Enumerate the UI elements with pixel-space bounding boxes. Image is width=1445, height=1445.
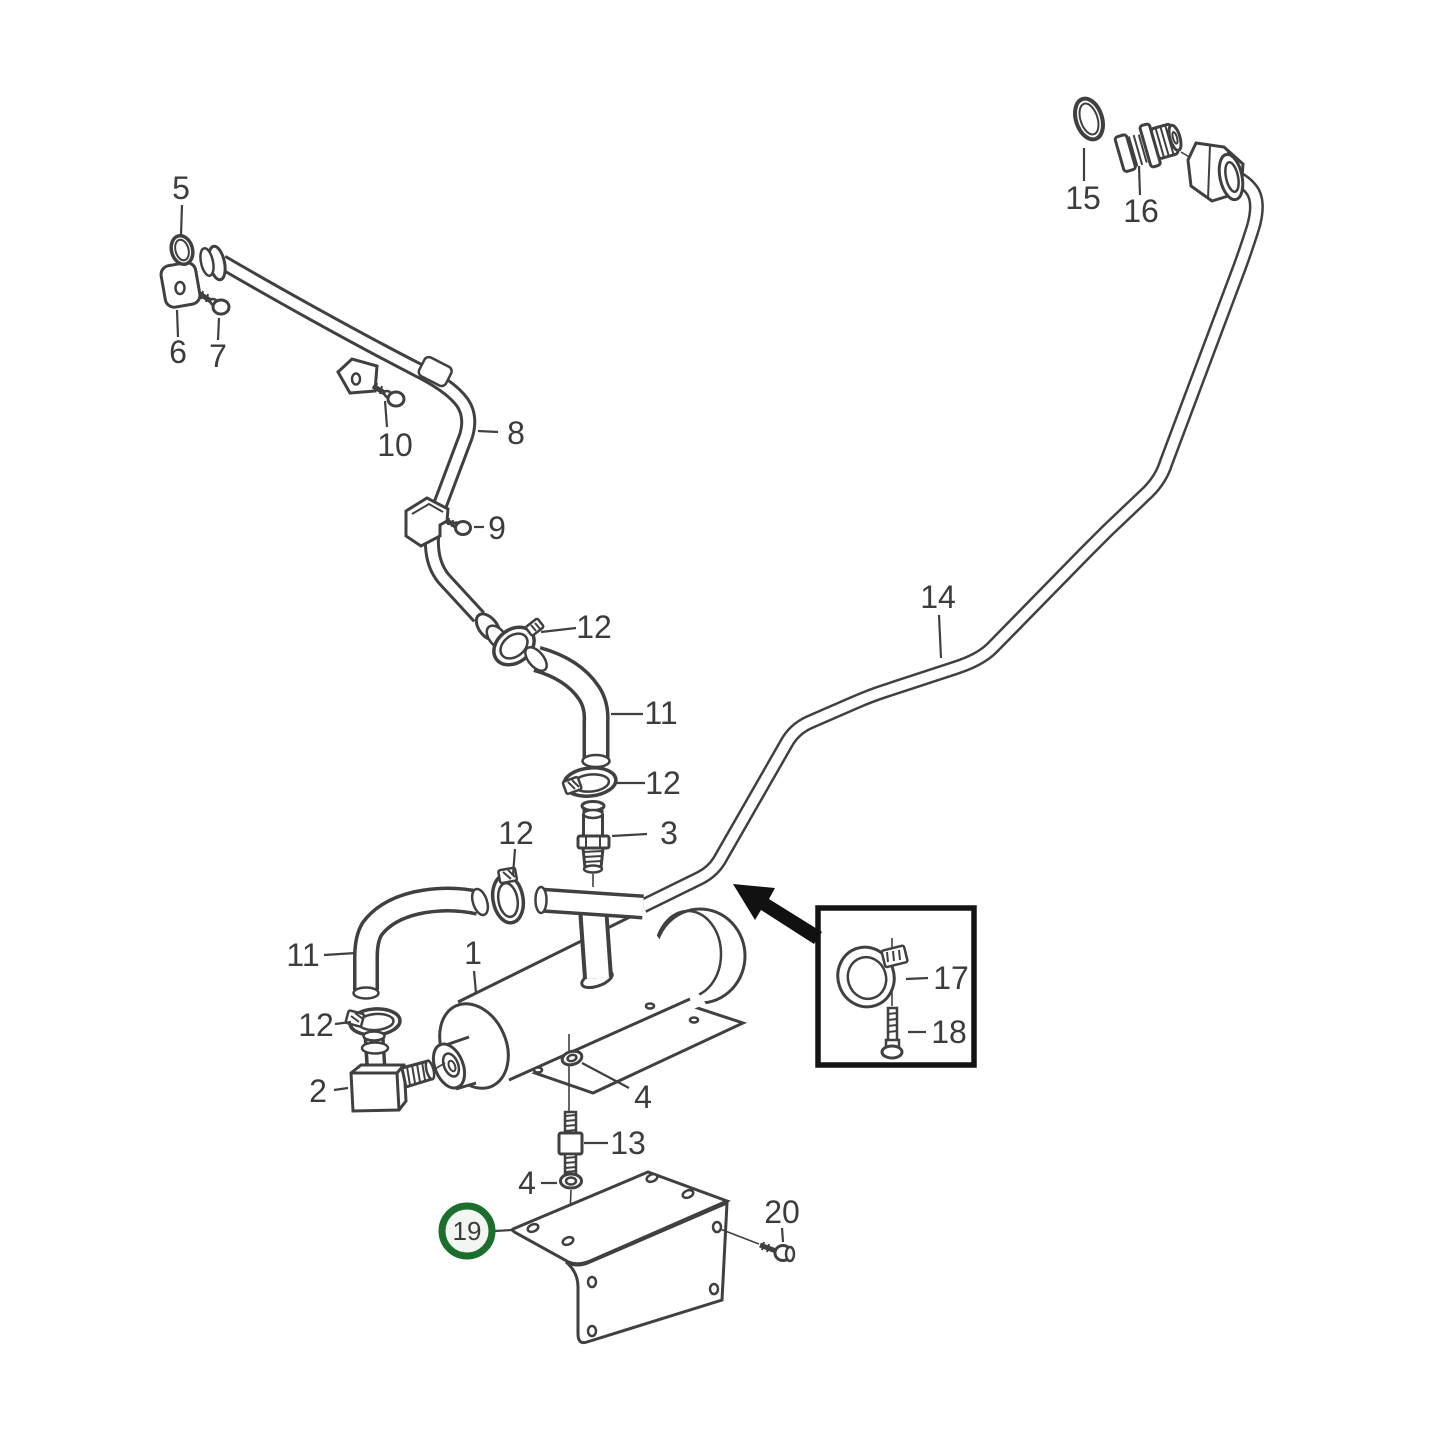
canister-1 [431,910,706,1091]
part-label-12-b: 12 [645,765,681,801]
pipe-8-flange-face [199,246,215,278]
highlighted-callout-19: 19 [438,1202,496,1260]
part-label-6: 6 [169,334,187,370]
part-label-20: 20 [764,1194,800,1230]
pipe-14 [639,163,1264,913]
hose-clamp-12-a [492,617,545,667]
screw-7 [198,290,231,316]
union-nut [1186,141,1245,203]
part-label-15: 15 [1065,180,1101,216]
inset-box [815,905,977,1068]
clamp-17 [836,944,909,1009]
elbow-2 [349,1030,446,1113]
part-label-9: 9 [488,510,506,546]
part-label-12-d: 12 [298,1007,334,1043]
fitting-16 [1113,122,1183,173]
nut-4-upper [560,1049,584,1067]
plate-hole [644,1002,656,1010]
pointer-arrow-icon [733,884,822,944]
part-label-2: 2 [309,1073,327,1109]
part-label-18: 18 [931,1014,967,1050]
hose-clamp-12-b [561,766,618,798]
branch-pipe [578,905,613,980]
nut-4-lower [559,1172,583,1190]
plate-hole [688,1016,700,1024]
part-label-4-lower: 4 [518,1165,536,1201]
bolt-18 [880,1006,904,1060]
hose-11-lower [352,886,490,1000]
hose-11-upper [524,645,611,769]
top-right-fittings [1073,96,1245,203]
bracket-19 [510,1170,732,1345]
bracket-6 [159,261,202,309]
hose-clamp-column [492,617,618,887]
highlight-ring [438,1202,496,1260]
isolator-13 [557,1131,584,1156]
part-label-13: 13 [610,1125,646,1161]
bolt-9 [445,517,472,536]
part-label-5: 5 [172,170,190,206]
screw-10 [371,382,406,408]
pipe-sleeve [417,355,453,388]
part-label-14: 14 [920,579,956,615]
part-label-1: 1 [464,935,482,971]
part-label-12-c: 12 [498,815,534,851]
callout-leaders [175,148,1142,1243]
screw-20 [719,1228,796,1263]
bracket-9 [404,496,450,548]
callout-labels: 5 6 7 10 8 9 12 11 12 3 12 14 15 16 11 1… [169,170,1159,1230]
part-label-11-lower: 11 [286,937,319,973]
part-label-12-a: 12 [576,609,612,645]
part-label-16: 16 [1123,193,1159,229]
pipe-8-assembly [159,233,509,650]
o-ring-15 [1073,96,1105,142]
part-label-8: 8 [507,415,525,451]
part-label-11-upper: 11 [644,695,677,731]
o-ring-5 [169,233,195,267]
pump-assembly [431,905,748,1095]
bracket-10 [336,357,379,395]
part-label-7: 7 [209,338,227,374]
part-label-19: 19 [453,1216,482,1246]
pipe-8 [217,255,485,623]
plate-details [532,1002,700,1112]
part-label-17: 17 [933,960,969,996]
part-label-3: 3 [660,815,678,851]
part-label-4-upper: 4 [634,1079,652,1115]
plate-hole [532,1066,544,1074]
part-label-10: 10 [377,427,413,463]
t-pipe [534,885,644,920]
fitting-3 [576,800,611,887]
